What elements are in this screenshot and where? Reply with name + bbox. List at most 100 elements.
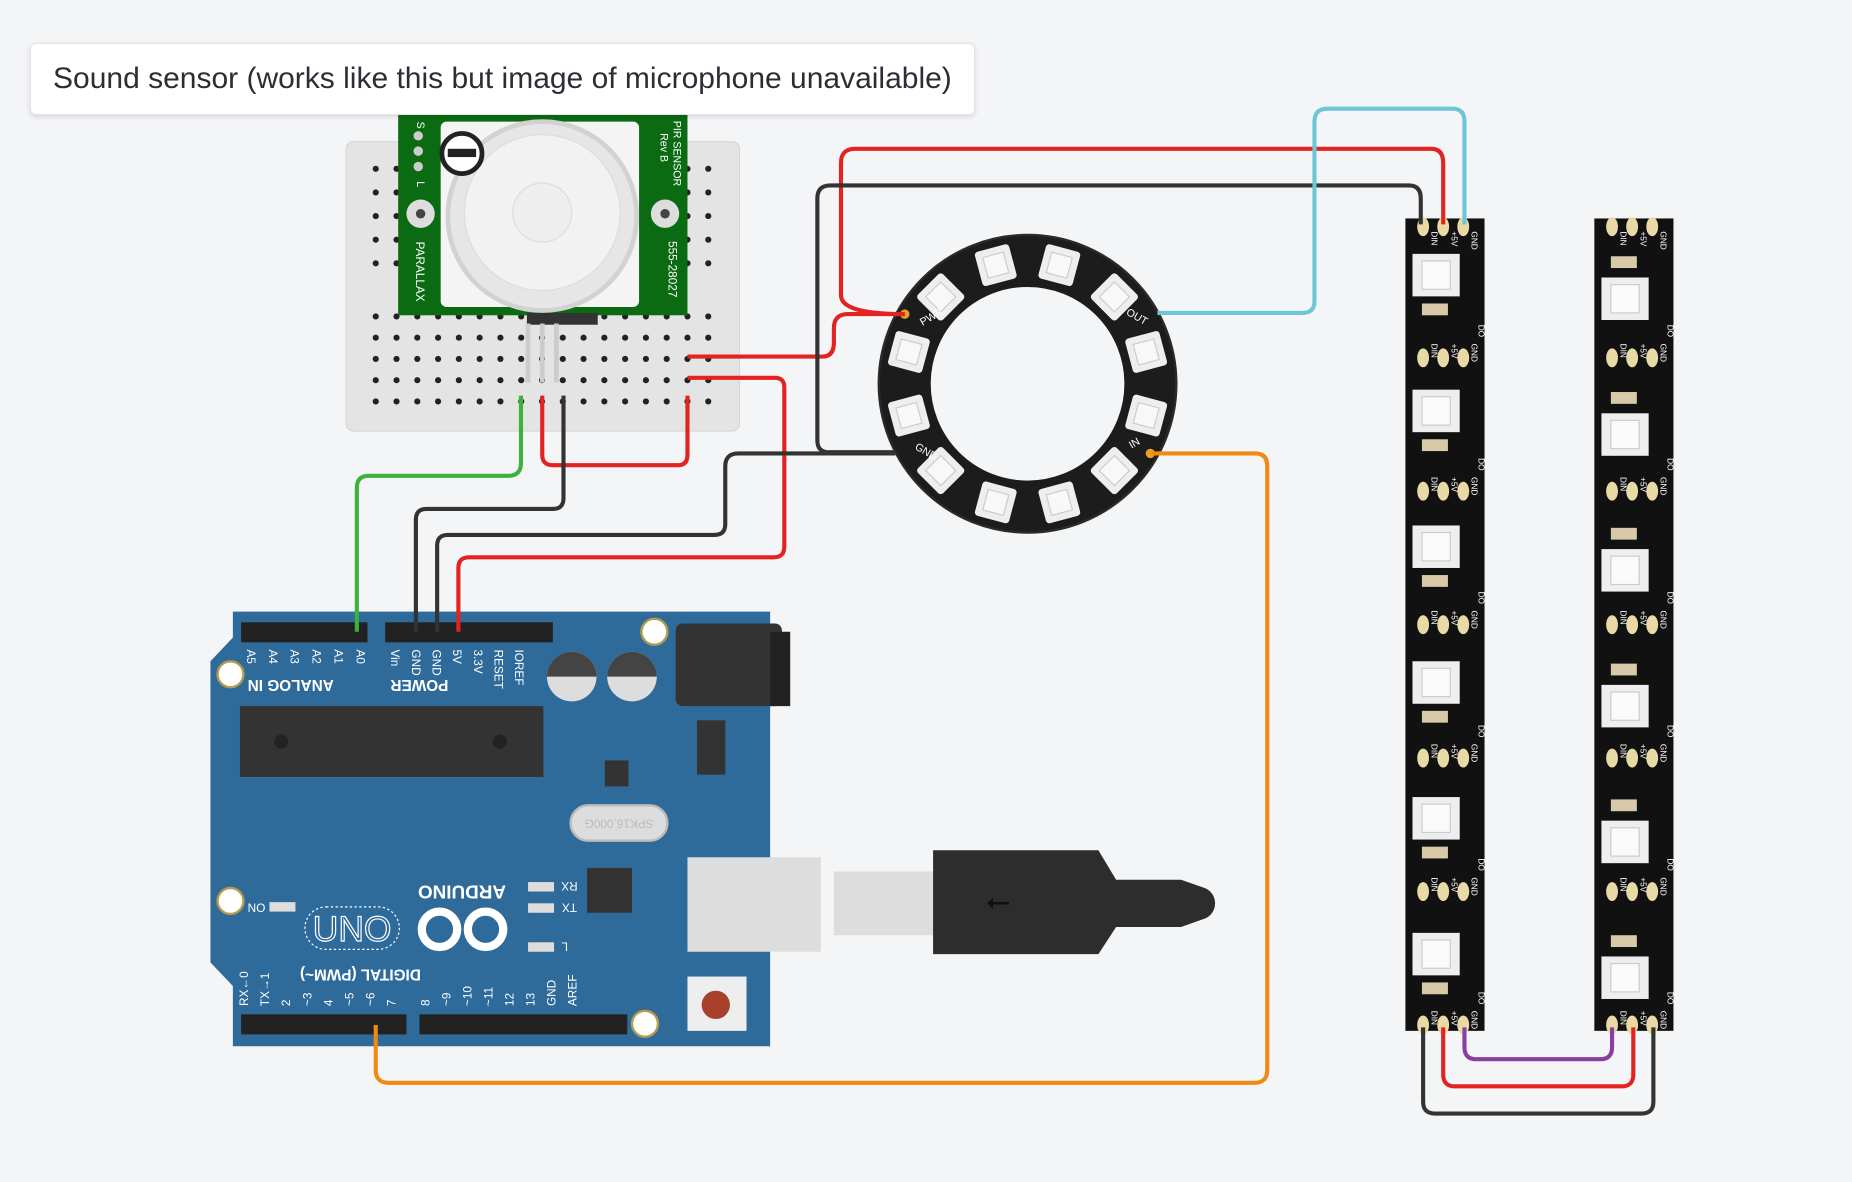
wire-cyan-data[interactable] xyxy=(1157,106,1467,315)
breadboard-hole[interactable] xyxy=(372,334,379,341)
strip-pad[interactable] xyxy=(1457,481,1470,501)
strip-pad[interactable] xyxy=(1626,615,1639,635)
breadboard-hole[interactable] xyxy=(601,355,608,363)
breadboard-hole[interactable] xyxy=(414,377,421,384)
usb-cable[interactable]: ⭠ xyxy=(833,850,1216,955)
wire-black-strip-gnd[interactable] xyxy=(815,183,1423,455)
breadboard-hole[interactable] xyxy=(455,377,462,384)
breadboard-hole[interactable] xyxy=(705,236,712,243)
breadboard-hole[interactable] xyxy=(580,398,587,405)
breadboard-hole[interactable] xyxy=(476,377,483,384)
neopixel-ring[interactable]: PWR OUT IN GND xyxy=(877,233,1178,534)
breadboard-hole[interactable] xyxy=(372,260,379,267)
breadboard-hole[interactable] xyxy=(601,398,608,405)
breadboard-hole[interactable] xyxy=(705,260,712,267)
strip-pad[interactable] xyxy=(1437,748,1450,768)
strip-pad[interactable] xyxy=(1417,481,1430,501)
strip-pad[interactable] xyxy=(1626,481,1639,501)
strip-pad[interactable] xyxy=(1626,882,1639,901)
strip-pad[interactable] xyxy=(1437,882,1450,901)
breadboard-hole[interactable] xyxy=(435,334,442,341)
breadboard-hole[interactable] xyxy=(393,260,400,267)
breadboard-hole[interactable] xyxy=(559,334,566,341)
breadboard-hole[interactable] xyxy=(497,334,504,341)
breadboard-hole[interactable] xyxy=(393,377,400,384)
breadboard-hole[interactable] xyxy=(497,355,504,363)
breadboard-hole[interactable] xyxy=(455,398,462,405)
breadboard-hole[interactable] xyxy=(393,165,400,172)
strip-pad[interactable] xyxy=(1437,348,1450,368)
breadboard-hole[interactable] xyxy=(372,165,379,172)
breadboard-hole[interactable] xyxy=(497,377,504,384)
strip-pad[interactable] xyxy=(1457,882,1470,901)
breadboard-hole[interactable] xyxy=(518,355,525,363)
wire-orange-data[interactable] xyxy=(373,451,1270,1085)
breadboard-hole[interactable] xyxy=(476,334,483,341)
strip-pad[interactable] xyxy=(1606,348,1618,368)
wire-black-pir-gnd[interactable] xyxy=(413,395,566,632)
breadboard-hole[interactable] xyxy=(435,355,442,363)
strip-pad[interactable] xyxy=(1457,615,1470,635)
breadboard-hole[interactable] xyxy=(435,377,442,384)
breadboard-hole[interactable] xyxy=(372,355,379,363)
breadboard-hole[interactable] xyxy=(622,398,629,405)
breadboard-hole[interactable] xyxy=(663,334,670,341)
breadboard-hole[interactable] xyxy=(372,313,379,320)
strip-pad[interactable] xyxy=(1606,481,1618,501)
breadboard-hole[interactable] xyxy=(663,355,670,363)
strip-pad[interactable] xyxy=(1417,348,1430,368)
wire-purple-strip-data[interactable] xyxy=(1462,1027,1615,1062)
strip-pad[interactable] xyxy=(1417,882,1430,901)
breadboard-hole[interactable] xyxy=(393,213,400,220)
breadboard-hole[interactable] xyxy=(393,236,400,243)
breadboard-hole[interactable] xyxy=(580,334,587,341)
strip-pad[interactable] xyxy=(1437,217,1450,237)
wire-red-breadboard-jumper[interactable] xyxy=(540,395,690,468)
wire-red-strip-power[interactable] xyxy=(838,146,1446,317)
breadboard-hole[interactable] xyxy=(642,334,649,341)
breadboard-hole[interactable] xyxy=(684,334,691,341)
breadboard-hole[interactable] xyxy=(393,355,400,363)
wire-green-pir-signal[interactable] xyxy=(354,395,524,632)
wire-red-5v[interactable] xyxy=(456,375,787,632)
breadboard-hole[interactable] xyxy=(372,377,379,384)
breadboard-hole[interactable] xyxy=(372,189,379,196)
breadboard-hole[interactable] xyxy=(372,398,379,405)
strip-pad[interactable] xyxy=(1646,348,1659,368)
pir-sensor[interactable]: S L PARALLAX PIR SENSOR Rev B 555-28027 xyxy=(398,114,688,383)
breadboard-hole[interactable] xyxy=(393,398,400,405)
breadboard-hole[interactable] xyxy=(705,313,712,320)
breadboard-hole[interactable] xyxy=(705,213,712,220)
strip-pad[interactable] xyxy=(1437,481,1450,501)
breadboard-hole[interactable] xyxy=(393,334,400,341)
strip-pad[interactable] xyxy=(1626,748,1639,768)
strip-pad[interactable] xyxy=(1646,615,1659,635)
strip-pad[interactable] xyxy=(1457,748,1470,768)
strip-pad[interactable] xyxy=(1417,1015,1430,1035)
breadboard-hole[interactable] xyxy=(497,398,504,405)
breadboard-hole[interactable] xyxy=(559,377,566,384)
breadboard-hole[interactable] xyxy=(601,334,608,341)
breadboard-hole[interactable] xyxy=(642,398,649,405)
breadboard-hole[interactable] xyxy=(622,377,629,384)
breadboard-hole[interactable] xyxy=(642,355,649,363)
breadboard-hole[interactable] xyxy=(642,377,649,384)
strip-pad[interactable] xyxy=(1417,748,1430,768)
strip-pad[interactable] xyxy=(1646,882,1659,901)
strip-pad[interactable] xyxy=(1606,748,1618,768)
breadboard-hole[interactable] xyxy=(705,398,712,405)
strip-pad[interactable] xyxy=(1606,882,1618,901)
breadboard-hole[interactable] xyxy=(601,377,608,384)
strip-pad[interactable] xyxy=(1646,748,1659,768)
wire-red-strip-link[interactable] xyxy=(1441,1027,1636,1089)
breadboard-hole[interactable] xyxy=(622,334,629,341)
breadboard-hole[interactable] xyxy=(476,355,483,363)
breadboard-hole[interactable] xyxy=(393,313,400,320)
breadboard-hole[interactable] xyxy=(476,398,483,405)
breadboard-hole[interactable] xyxy=(455,355,462,363)
breadboard-hole[interactable] xyxy=(518,377,525,384)
